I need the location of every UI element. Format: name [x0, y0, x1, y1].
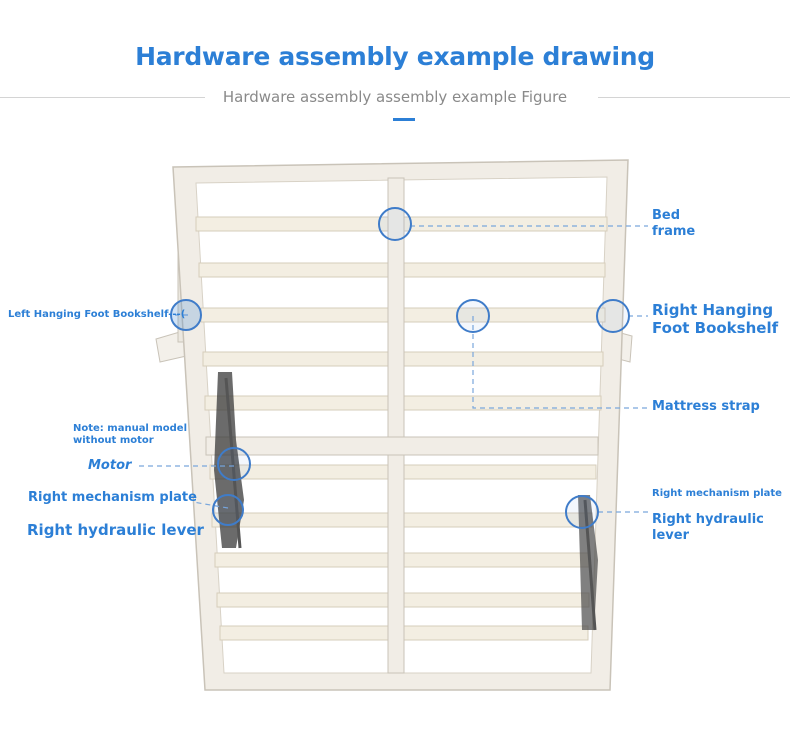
label-right-hanging-line1: Right Hanging [652, 301, 774, 319]
label-mattress-strap: Mattress strap [652, 399, 760, 414]
page-subtitle: Hardware assembly assembly example Figur… [222, 88, 568, 106]
label-note-manual: Note: manual model without motor [73, 423, 187, 447]
mechanism-plate-callout [212, 494, 244, 526]
left-divider [0, 97, 205, 98]
label-right-mechanism-plate: Right mechanism plate [652, 488, 782, 499]
page-title: Hardware assembly example drawing [135, 42, 655, 71]
right-hydraulic-callout [565, 495, 599, 529]
right-hydraulic-lever [583, 499, 597, 631]
label-bed-frame: Bed frame [652, 208, 695, 239]
label-left-hanging-foot: Left Hanging Foot Bookshelf---( [8, 309, 186, 320]
label-motor: Motor [88, 458, 132, 473]
right-hanging-callout [596, 299, 630, 333]
label-bed-frame-line1: Bed [652, 208, 681, 223]
center-rail [387, 177, 405, 674]
right-divider [598, 97, 790, 98]
label-right-hanging-foot: Right Hanging Foot Bookshelf [652, 301, 778, 337]
label-left-mechanism-plate: Right mechanism plate [28, 490, 197, 505]
label-right-hanging-line2: Foot Bookshelf [652, 319, 779, 337]
label-right-hydraulic-line1: Right hydraulic [652, 512, 764, 527]
label-right-hydraulic-line2: lever [652, 527, 689, 543]
label-left-hydraulic-lever: Right hydraulic lever [27, 521, 204, 539]
label-note-line2: without motor [73, 435, 154, 446]
left-hydraulic-lever [224, 377, 242, 549]
label-right-hydraulic-lever: Right hydraulic lever [652, 512, 764, 543]
slats [195, 216, 608, 641]
motor-callout [217, 447, 251, 481]
title-accent-bar [393, 118, 415, 121]
label-bed-frame-line2: frame [652, 223, 696, 239]
leader-lines [136, 225, 650, 513]
mattress-strap-callout [456, 299, 490, 333]
callout-circles [170, 207, 630, 529]
middle-cross-bar [205, 436, 599, 456]
left-hanging-callout [170, 299, 202, 331]
bed-frame-callout [378, 207, 412, 241]
label-note-line1: Note: manual model [73, 423, 188, 434]
